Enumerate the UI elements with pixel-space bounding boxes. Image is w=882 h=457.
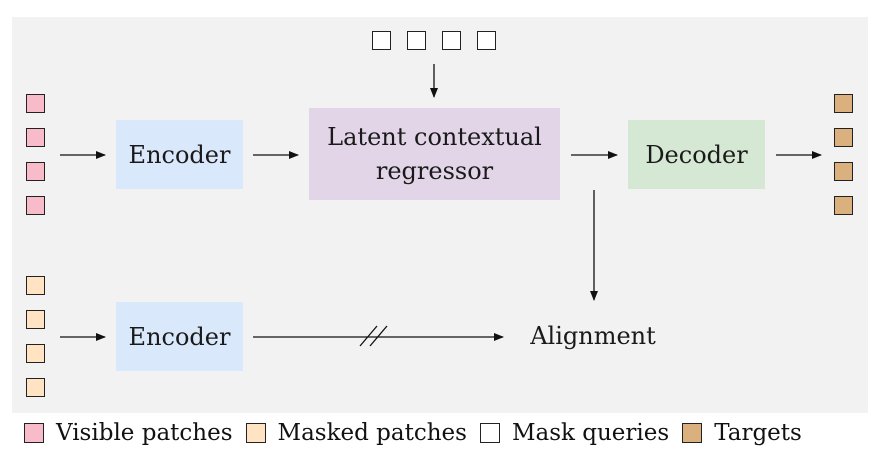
mask-query [442, 31, 461, 50]
alignment-label: Alignment [530, 322, 656, 350]
latent-contextual-regressor-block: Latent contextual regressor [309, 108, 560, 200]
decoder-block: Decoder [628, 120, 765, 189]
legend-swatch-query [479, 423, 500, 443]
legend-swatch-target [682, 423, 703, 443]
target-patch [834, 162, 853, 181]
legend-label-target: Targets [714, 420, 802, 446]
alignment-node: Alignment [520, 318, 666, 354]
masked-patch [26, 276, 45, 295]
legend-label-visible: Visible patches [56, 420, 233, 446]
regressor-label-line2: regressor [375, 157, 494, 185]
legend-label-query: Mask queries [511, 420, 670, 446]
decoder-label: Decoder [645, 140, 748, 169]
visible-patch [26, 162, 45, 181]
masked-patch [26, 310, 45, 329]
visible-patch [26, 196, 45, 215]
visible-patch [26, 128, 45, 147]
legend: Visible patches Masked patches Mask quer… [24, 418, 815, 448]
mask-query [372, 31, 391, 50]
encoder-label: Encoder [128, 140, 231, 169]
regressor-label-line1: Latent contextual [327, 123, 542, 151]
target-patch [834, 128, 853, 147]
mask-query [477, 31, 496, 50]
legend-swatch-masked [245, 423, 266, 443]
encoder-block-bottom: Encoder [116, 302, 243, 371]
visible-patch [26, 94, 45, 113]
encoder-block-top: Encoder [116, 120, 243, 189]
masked-patch [26, 344, 45, 363]
mask-query [407, 31, 426, 50]
legend-swatch-visible [24, 423, 44, 443]
legend-label-masked: Masked patches [277, 420, 467, 446]
encoder-label: Encoder [128, 322, 231, 351]
masked-patch [26, 378, 45, 397]
target-patch [834, 196, 853, 215]
target-patch [834, 94, 853, 113]
